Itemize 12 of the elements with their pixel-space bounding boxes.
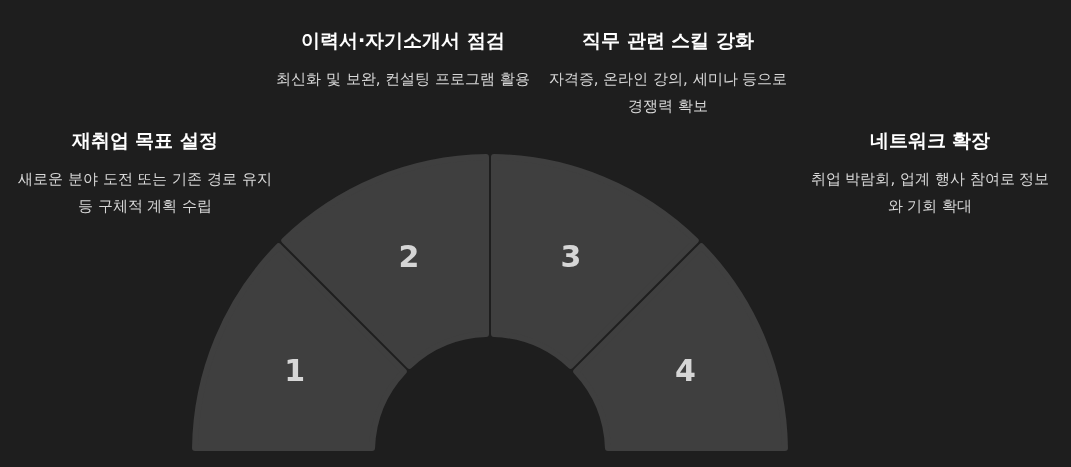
- step-description: 새로운 분야 도전 또는 기존 경로 유지 등 구체적 계획 수립: [17, 169, 273, 217]
- step-number: 1: [284, 353, 306, 389]
- step-description: 자격증, 온라인 강의, 세미나 등으로 경쟁력 확보: [548, 69, 788, 117]
- step-number: 4: [674, 353, 696, 389]
- step-number: 3: [560, 238, 582, 274]
- step-heading: 이력서·자기소개서 점검: [301, 28, 505, 53]
- step-heading: 재취업 목표 설정: [71, 128, 219, 153]
- step-heading: 네트워크 확장: [869, 128, 991, 153]
- step-description: 취업 박람회, 업계 행사 참여로 정보와 기회 확대: [809, 169, 1051, 217]
- step-heading: 직무 관련 스킬 강화: [582, 28, 754, 53]
- step-number: 2: [398, 238, 420, 274]
- step-description: 최신화 및 보완, 컨설팅 프로그램 활용: [275, 69, 531, 90]
